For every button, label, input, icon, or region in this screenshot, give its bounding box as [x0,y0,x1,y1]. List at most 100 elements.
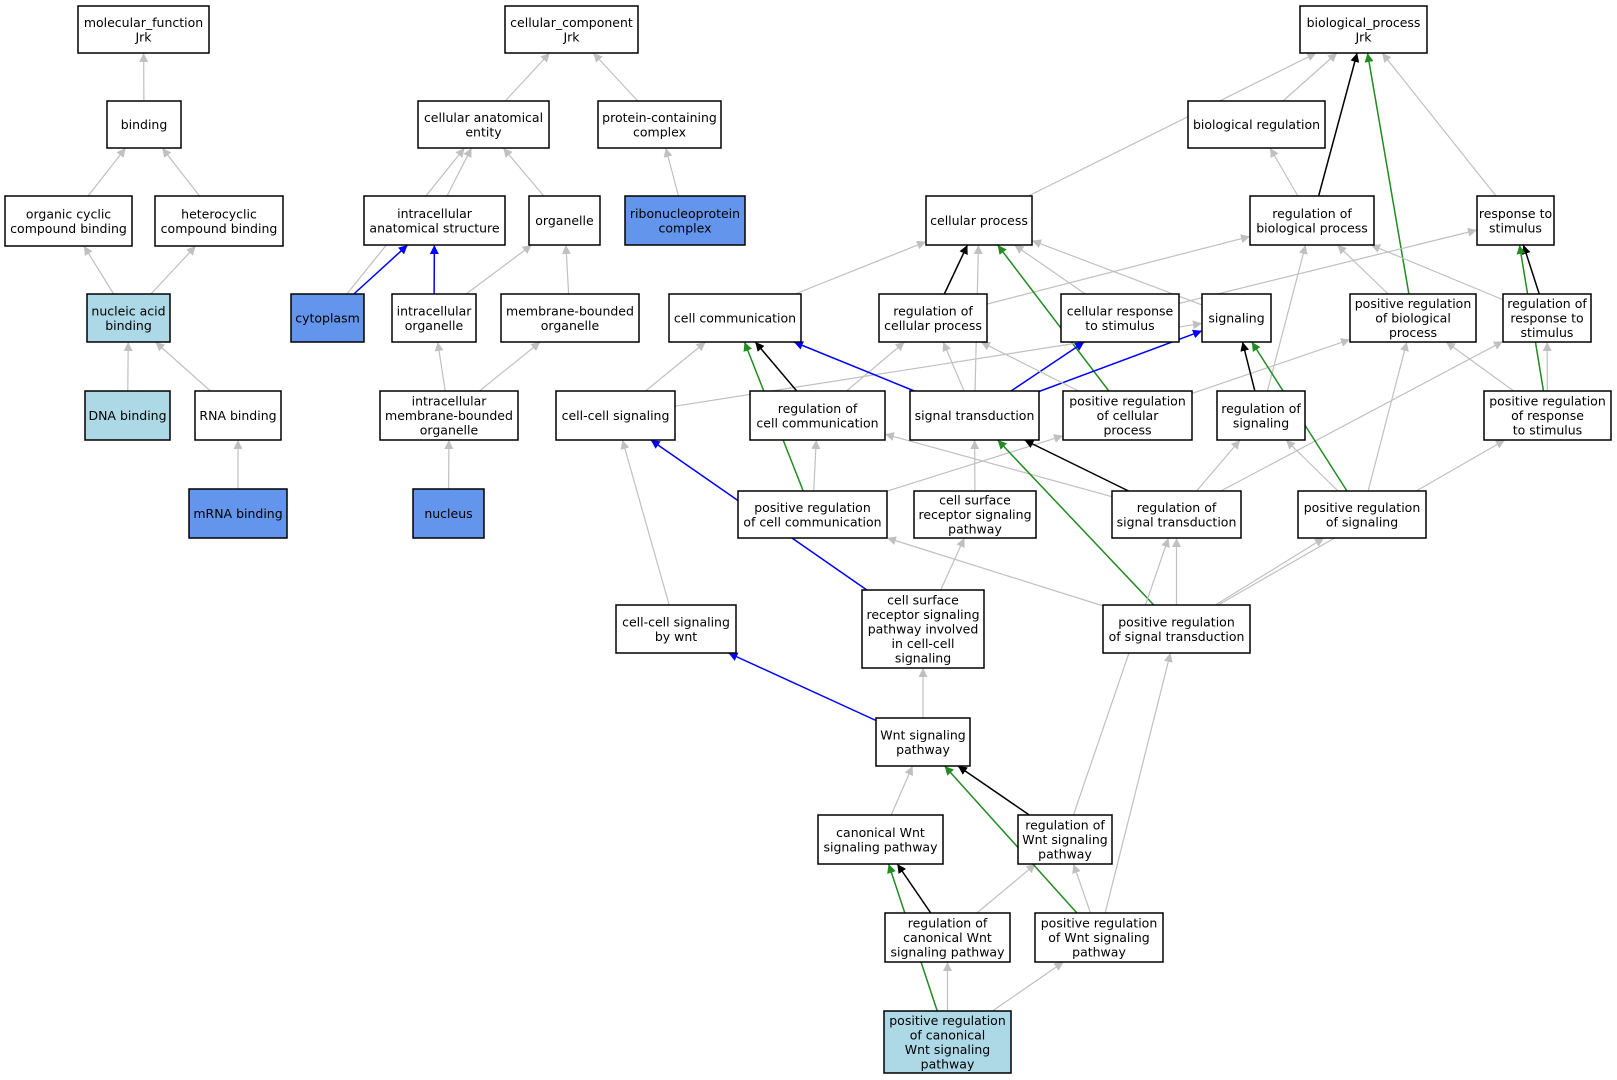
node-label-line: ribonucleoprotein [630,206,740,221]
edge-is-a-membrane-bounded-organelle-to-organelle [561,244,571,295]
node-box [597,100,722,149]
node-label-line: stimulus [1521,325,1574,340]
node-biological-regulation[interactable]: biological regulation [1187,100,1326,149]
node-cytoplasm[interactable]: cytoplasm [290,293,365,343]
edge-is-a-response-to-stimulus-to-biological-process [1381,52,1497,197]
node-label-line: pathway [1072,945,1126,960]
node-label-line: organelle [535,213,594,228]
node-box [737,490,888,539]
node-label-line: process [1103,423,1151,438]
node-box [878,293,988,343]
node-label-line: organelle [420,423,479,438]
node-label-line: regulation of [1137,500,1217,515]
edge-is-a-intracellular-anatomical-structure-to-cellular-anatomical-entity [446,147,473,197]
node-label-line: positive regulation [754,500,871,515]
node-rna-binding[interactable]: RNA binding [194,390,282,441]
node-label-line: Jrk [1354,29,1372,44]
node-signal-transduction[interactable]: signal transduction [909,390,1040,441]
node-label-line: positive regulation [1304,500,1421,515]
node-organelle[interactable]: organelle [528,195,601,246]
edge-is-a-protein-containing-complex-to-cellular-component [592,52,639,102]
node-box [500,293,640,343]
node-label-line: regulation of [1272,206,1352,221]
node-binding[interactable]: binding [106,100,182,149]
node-label-line: regulation of [893,303,973,318]
edge-is-a-organelle-to-cellular-anatomical-entity [502,147,545,197]
node-cell-cell-signaling[interactable]: cell-cell signaling [555,390,676,441]
node-label-line: entity [465,124,502,139]
node-box [875,717,971,767]
node-label-line: canonical Wnt [836,825,925,840]
node-label-line: of cell communication [743,514,881,529]
node-dna-binding[interactable]: DNA binding [84,390,171,441]
node-label-line: heterocyclic [181,206,257,221]
node-box [1201,293,1272,343]
edge-is-a-rna-binding-to-nucleic-acid-binding [155,341,211,392]
node-label-line: molecular_function [84,15,203,30]
node-box [884,912,1011,963]
node-cell-communication[interactable]: cell communication [668,293,802,343]
edge-is-a-cellular-response-to-stimulus-to-response-to-stimulus [1178,227,1478,305]
node-label-line: regulation of [778,401,858,416]
node-cellular-process[interactable]: cellular process [925,195,1033,246]
node-label-line: of cellular [1097,408,1160,423]
node-mrna-binding[interactable]: mRNA binding [188,488,288,539]
node-box [883,1010,1012,1074]
edge-regulates-regulation-of-cellular-process-to-cellular-process [943,244,969,295]
edge-is-a-regulation-of-signal-transduction-to-regulation-of-cell-communication [884,432,1113,498]
edge-is-a-positive-regulation-of-wnt-signaling-pathway-to-positive-regulation-of-signal-transduction [1104,652,1173,914]
node-label-line: cytoplasm [295,311,360,326]
node-box [363,195,506,246]
edge-is-a-positive-regulation-of-response-to-stimulus-to-positive-regulation-of-biological-process [1445,341,1515,392]
node-nucleus[interactable]: nucleus [412,488,485,539]
node-signaling[interactable]: signaling [1201,293,1272,343]
node-label-line: positive regulation [1069,394,1186,409]
node-label-line: nucleus [424,506,472,521]
edge-is-a-cell-surface-receptor-signaling-pathway-cell-cell-to-cell-surface-receptor-signaling-pathway [940,537,965,591]
node-label-line: cell surface [939,493,1011,508]
edge-is-a-dna-binding-to-nucleic-acid-binding [123,341,133,392]
node-label-line: Jrk [562,29,580,44]
edge-is-a-positive-regulation-of-canonical-wnt-signaling-pathway-to-positive-regulation-of-wnt-signaling-pathway [992,961,1064,1012]
node-label-line: regulation of [908,916,988,931]
node-label-line: Wnt signaling [880,727,965,742]
edge-is-a-cell-communication-to-cellular-process [794,240,927,295]
